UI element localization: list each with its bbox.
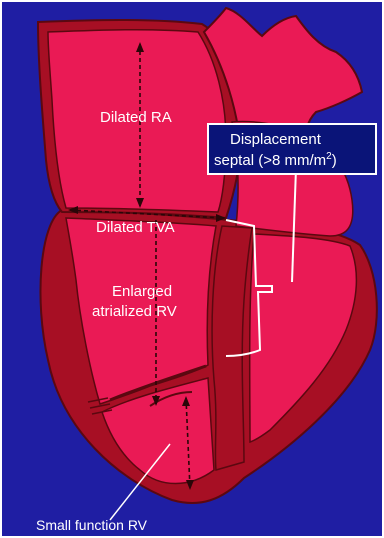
label-enlarged: Enlarged: [112, 283, 172, 300]
label-small-function-rv: Small function RV: [36, 517, 148, 533]
label-displacement: Displacement: [230, 131, 322, 148]
label-dilated-ra: Dilated RA: [100, 109, 172, 126]
label-septal-threshold: septal (>8 mm/m2): [214, 151, 337, 169]
septal-threshold-close: ): [332, 152, 337, 169]
label-atrialized-rv: atrialized RV: [92, 303, 177, 320]
label-dilated-tva: Dilated TVA: [96, 219, 175, 236]
septal-threshold-text: septal (>8 mm/m: [214, 152, 326, 169]
